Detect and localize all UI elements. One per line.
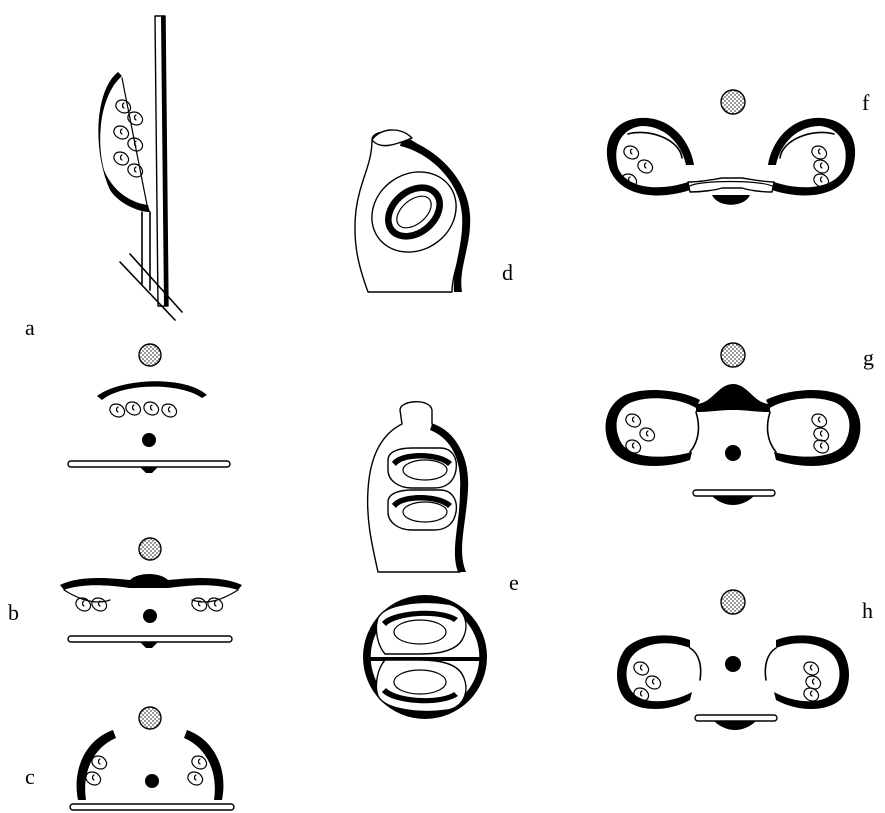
label-e: e — [509, 572, 519, 594]
panel-f-drawing — [607, 90, 855, 205]
label-d: d — [502, 262, 513, 284]
label-f: f — [862, 92, 869, 114]
label-h: h — [862, 600, 873, 622]
panel-h-drawing — [617, 590, 849, 730]
label-b: b — [8, 602, 19, 624]
panel-c-drawing — [70, 707, 234, 810]
panel-e-upper-drawing — [368, 402, 469, 572]
panel-d-drawing — [355, 130, 472, 292]
panel-b-upper-drawing — [68, 344, 230, 473]
label-g: g — [863, 347, 874, 369]
panel-a-drawing — [98, 16, 182, 320]
panel-g-drawing — [606, 343, 861, 505]
panel-b-drawing — [60, 538, 242, 648]
label-c: c — [25, 766, 35, 788]
panel-e-drawing — [363, 595, 487, 719]
label-a: a — [25, 317, 35, 339]
